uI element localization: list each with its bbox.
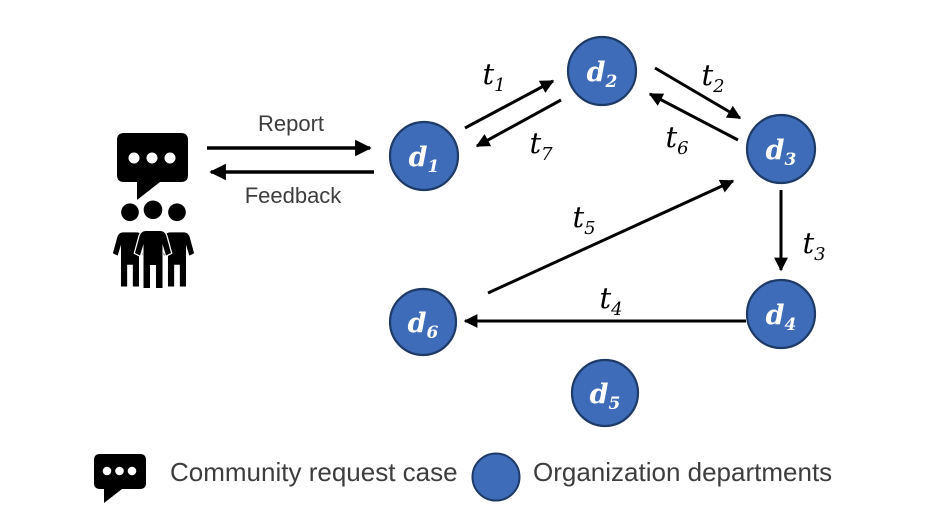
node-subscript: 6 — [427, 323, 439, 343]
edge-subscript: 6 — [677, 138, 688, 159]
edge-subscript: 5 — [584, 218, 595, 239]
edge-t1-label: t1 — [482, 57, 505, 96]
edge-letter: t — [665, 120, 677, 154]
edge-letter: t — [529, 126, 541, 160]
edges — [463, 66, 788, 328]
edge-letter: t — [802, 226, 814, 260]
node-subscript: 1 — [428, 157, 440, 177]
nodes: d1 d2 d3 d4 d5 d6 — [388, 35, 817, 428]
feedback-label: Feedback — [245, 183, 343, 208]
node-d1-circle — [388, 120, 460, 192]
node-d5-circle — [570, 358, 640, 428]
edge-t5-label: t5 — [572, 200, 595, 239]
node-d3-label: d3 — [766, 135, 797, 170]
bubble-dot — [127, 466, 137, 476]
bubble-dot — [146, 152, 158, 164]
speech-bubble-icon — [117, 133, 188, 200]
node-d2-label: d2 — [587, 57, 618, 92]
edge-t7-label: t7 — [529, 126, 553, 165]
node-subscript: 2 — [605, 72, 618, 92]
node-d4-circle — [745, 278, 817, 350]
legend: Community request case Organization depa… — [94, 452, 832, 503]
node-d6-label: d6 — [408, 308, 439, 343]
edge-letter: t — [701, 58, 713, 92]
node-subscript: 4 — [785, 315, 797, 335]
edge-subscript: 4 — [610, 299, 622, 320]
edge-letter: t — [482, 57, 494, 91]
legend-item-community-request-case: Community request case — [94, 454, 458, 503]
edge-t4-label: t4 — [599, 281, 622, 320]
node-subscript: 3 — [785, 150, 797, 170]
speech-bubble-icon — [94, 454, 146, 503]
node-d5-label: d5 — [590, 379, 621, 414]
edge-t1-arrow — [464, 79, 555, 130]
node-letter: d — [766, 135, 785, 166]
node-letter: d — [409, 142, 428, 173]
legend-label: Organization departments — [533, 457, 832, 487]
legend-label: Community request case — [170, 457, 458, 487]
node-d3-circle — [745, 113, 817, 185]
edge-subscript: 2 — [712, 76, 724, 97]
edge-t3-label: t3 — [802, 226, 825, 265]
edge-t2-label: t2 — [701, 58, 724, 97]
edge-labels: t1 t2 t3 t4 t5 t6 t7 — [482, 57, 825, 320]
edge-t2-arrow — [654, 66, 742, 120]
node-letter: d — [587, 57, 606, 88]
people-icon — [112, 199, 195, 290]
edge-subscript: 7 — [541, 144, 553, 165]
node-letter: d — [766, 300, 785, 331]
edge-t6-label: t6 — [665, 120, 688, 159]
edge-t6-arrow — [648, 92, 739, 142]
edge-t7-arrow — [475, 98, 562, 148]
node-letter: d — [590, 379, 609, 410]
node-d6-circle — [388, 287, 458, 357]
bubble-dot — [128, 152, 140, 164]
bubble-dot — [115, 466, 124, 476]
node-subscript: 5 — [609, 394, 621, 414]
legend-item-organization-departments: Organization departments — [471, 452, 832, 502]
edge-t5-arrow — [487, 179, 735, 295]
node-letter: d — [408, 308, 427, 339]
node-d4-label: d4 — [766, 300, 797, 335]
edge-letter: t — [572, 200, 584, 234]
edge-subscript: 1 — [494, 75, 505, 96]
node-d1-label: d1 — [409, 142, 440, 177]
bubble-dot — [164, 152, 176, 164]
edge-subscript: 3 — [814, 244, 825, 265]
edge-letter: t — [599, 281, 611, 315]
department-circle-icon — [471, 452, 521, 502]
report-label: Report — [258, 111, 324, 136]
bubble-dot — [102, 466, 112, 476]
node-d2-circle — [566, 35, 638, 107]
